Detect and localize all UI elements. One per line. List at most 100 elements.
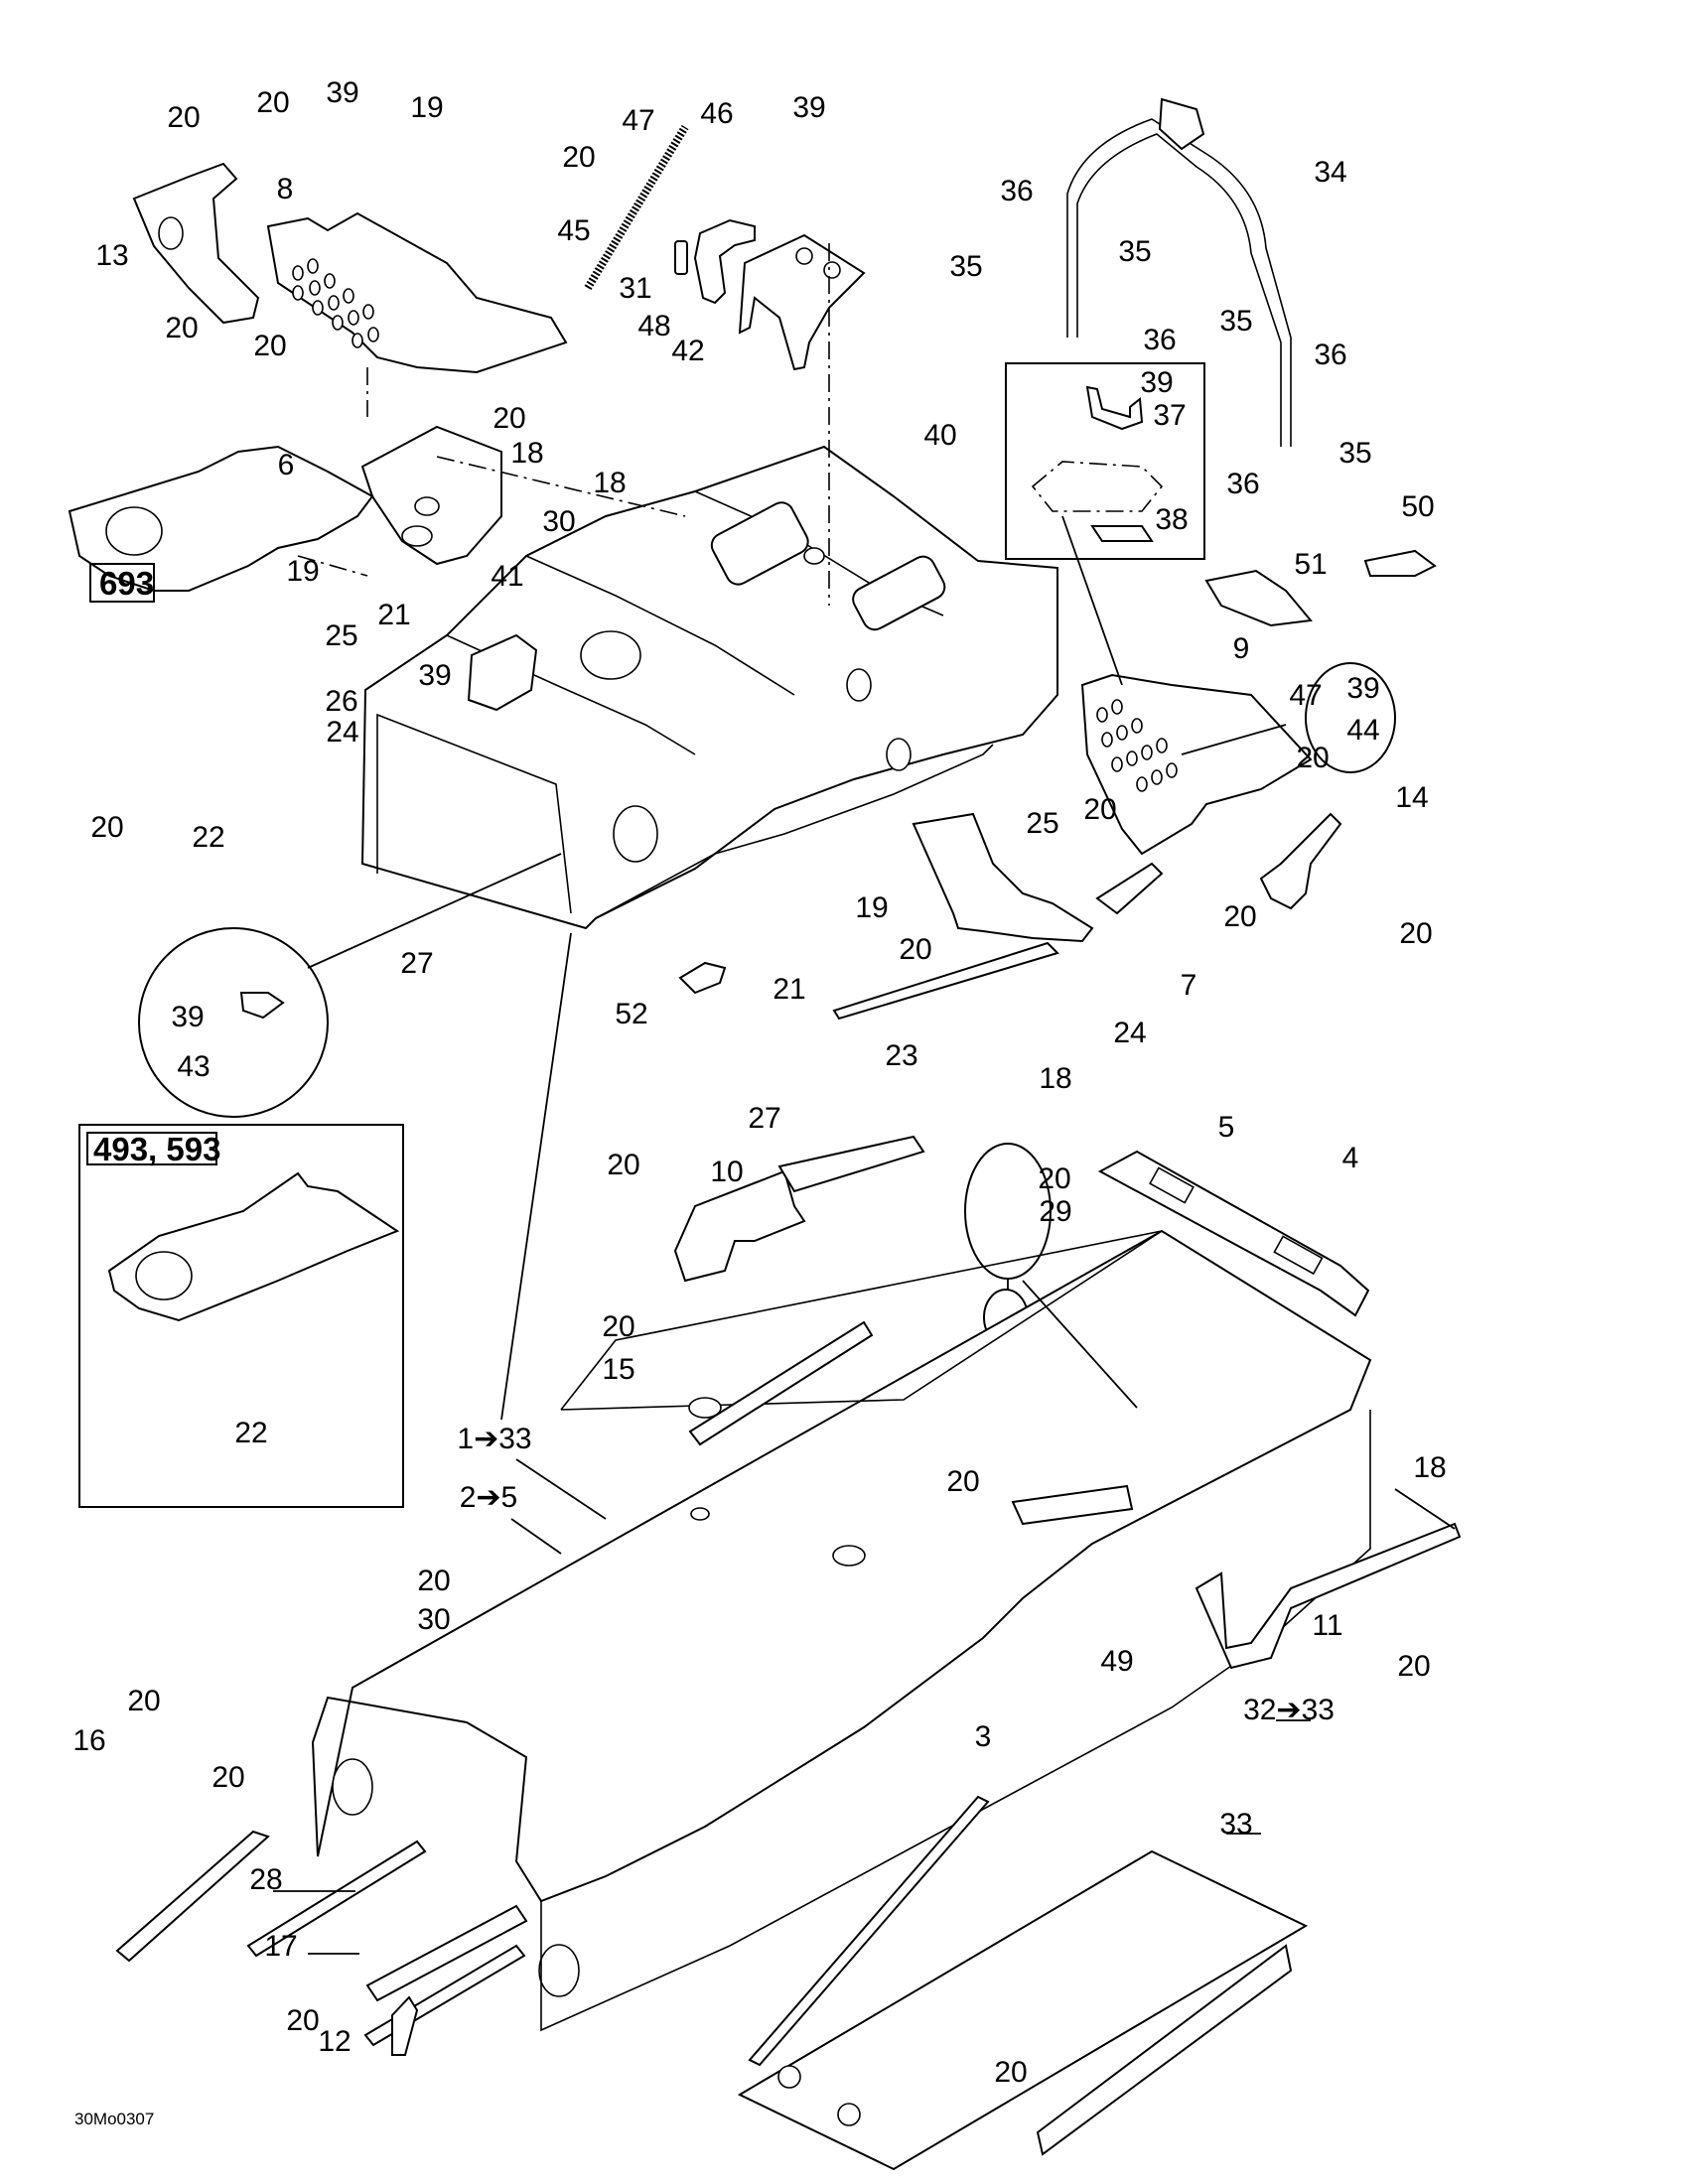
callout-34: 34 xyxy=(1314,156,1346,189)
inset-box-493-593 xyxy=(78,1124,404,1508)
callout-6: 6 xyxy=(278,449,295,481)
callout-18b: 18 xyxy=(593,467,626,499)
callout-11: 11 xyxy=(1312,1609,1342,1642)
callout-20l: 20 xyxy=(899,933,931,966)
callout-10: 10 xyxy=(710,1156,743,1188)
callout-39a: 39 xyxy=(326,76,358,109)
callout-36d: 36 xyxy=(1226,468,1259,500)
callout-20d: 20 xyxy=(165,312,198,344)
main-chassis-tunnel-rear xyxy=(311,1229,1372,2032)
callout-51: 51 xyxy=(1294,548,1327,581)
callout-50: 50 xyxy=(1401,490,1434,523)
perforation-holes xyxy=(292,258,379,348)
callout-46: 46 xyxy=(700,97,733,130)
callout-20a: 20 xyxy=(167,101,200,134)
callout-33: 33 xyxy=(1219,1808,1252,1841)
part-33-wear-strip xyxy=(1036,1944,1293,2156)
callout-18d: 18 xyxy=(1413,1451,1446,1484)
part-4-plate xyxy=(1097,1150,1370,1317)
callout-39e: 39 xyxy=(418,659,451,692)
callout-9: 9 xyxy=(1233,632,1250,665)
model-tag-493-593-text: 493, 593 xyxy=(93,1131,220,1167)
callout-24a: 24 xyxy=(326,716,358,749)
callout-18c: 18 xyxy=(1039,1062,1071,1095)
callout-30a: 30 xyxy=(542,505,575,538)
drawing-reference-code: 30Mo0307 xyxy=(74,2110,154,2128)
callout-36a: 36 xyxy=(1000,175,1033,207)
callout-35a: 35 xyxy=(1118,235,1151,268)
callout-20b: 20 xyxy=(256,86,289,119)
callout-20h: 20 xyxy=(1223,900,1256,933)
callout-23: 23 xyxy=(885,1039,917,1072)
callout-19b: 19 xyxy=(286,555,319,588)
callout-44: 44 xyxy=(1346,714,1379,747)
callout-20j: 20 xyxy=(492,402,525,435)
part-50-strap xyxy=(1363,549,1437,577)
part-31-clip xyxy=(674,240,688,275)
callout-43: 43 xyxy=(177,1050,210,1083)
part-12-plate xyxy=(391,1995,419,2056)
callout-35b: 35 xyxy=(949,250,982,283)
callout-27a: 27 xyxy=(400,947,433,980)
callout-1-33: 1➔33 xyxy=(457,1423,531,1455)
part-34-steering-hoop xyxy=(1066,97,1292,447)
part-51-guard xyxy=(1204,569,1313,627)
part-3-rod xyxy=(748,1795,990,2067)
callout-30b: 30 xyxy=(417,1603,450,1636)
callout-20o: 20 xyxy=(602,1310,634,1343)
callout-25a: 25 xyxy=(1026,807,1058,840)
part-22-heat-shield xyxy=(68,445,374,592)
callout-19a: 19 xyxy=(410,91,443,124)
callout-20s: 20 xyxy=(211,1761,244,1794)
callout-39f: 39 xyxy=(171,1001,204,1033)
callout-8: 8 xyxy=(277,173,294,205)
callout-47a: 47 xyxy=(622,104,654,137)
part-7-steering-bracket-lower xyxy=(912,812,1164,943)
leader-lines xyxy=(273,243,1456,1955)
detail-circle-39-44 xyxy=(1305,662,1396,773)
callout-20e: 20 xyxy=(253,330,286,362)
part-11-bumper-bracket xyxy=(1195,1522,1462,1670)
part-8-footrest-left xyxy=(266,211,568,374)
callout-38: 38 xyxy=(1155,503,1188,536)
part-48-bracket xyxy=(693,218,756,305)
callout-15: 15 xyxy=(602,1353,634,1386)
callout-20g: 20 xyxy=(1083,793,1116,826)
callout-20i: 20 xyxy=(1399,917,1432,950)
part-32-slide-plate xyxy=(737,1849,1309,2171)
callout-32-33: 32➔33 xyxy=(1243,1694,1335,1726)
model-tag-693-text: 693 xyxy=(99,565,154,602)
callout-47b: 47 xyxy=(1289,679,1322,712)
model-tag-693: 693 xyxy=(89,563,155,603)
callout-16: 16 xyxy=(72,1724,105,1757)
callout-3: 3 xyxy=(975,1720,992,1753)
callout-49: 49 xyxy=(1100,1645,1133,1678)
part-52-clip xyxy=(678,961,727,995)
callout-37: 37 xyxy=(1153,399,1186,432)
callout-35c: 35 xyxy=(1219,305,1252,338)
callout-36b: 36 xyxy=(1143,324,1176,356)
detail-box-handle-mount xyxy=(1005,362,1205,560)
part-16-angle-rail xyxy=(115,1830,270,1963)
callout-39b: 39 xyxy=(792,91,825,124)
main-chassis-tunnel-front xyxy=(360,445,1058,930)
callout-31: 31 xyxy=(619,272,651,305)
callout-20p: 20 xyxy=(946,1465,979,1498)
callout-5: 5 xyxy=(1218,1111,1235,1144)
callout-36c: 36 xyxy=(1314,339,1346,371)
part-10-bumper-bracket xyxy=(673,1135,925,1283)
callout-35d: 35 xyxy=(1338,437,1371,470)
callout-13: 13 xyxy=(95,239,128,272)
callout-20u: 20 xyxy=(1397,1650,1430,1683)
callout-19c: 19 xyxy=(855,891,888,924)
callout-21a: 21 xyxy=(377,599,410,631)
callout-7: 7 xyxy=(1181,969,1197,1002)
callout-12: 12 xyxy=(318,2025,351,2058)
callout-20c: 20 xyxy=(562,141,595,174)
callout-27b: 27 xyxy=(748,1102,780,1135)
callout-22b: 22 xyxy=(234,1417,267,1449)
part-41-bracket xyxy=(467,633,538,712)
callout-28: 28 xyxy=(249,1863,282,1896)
